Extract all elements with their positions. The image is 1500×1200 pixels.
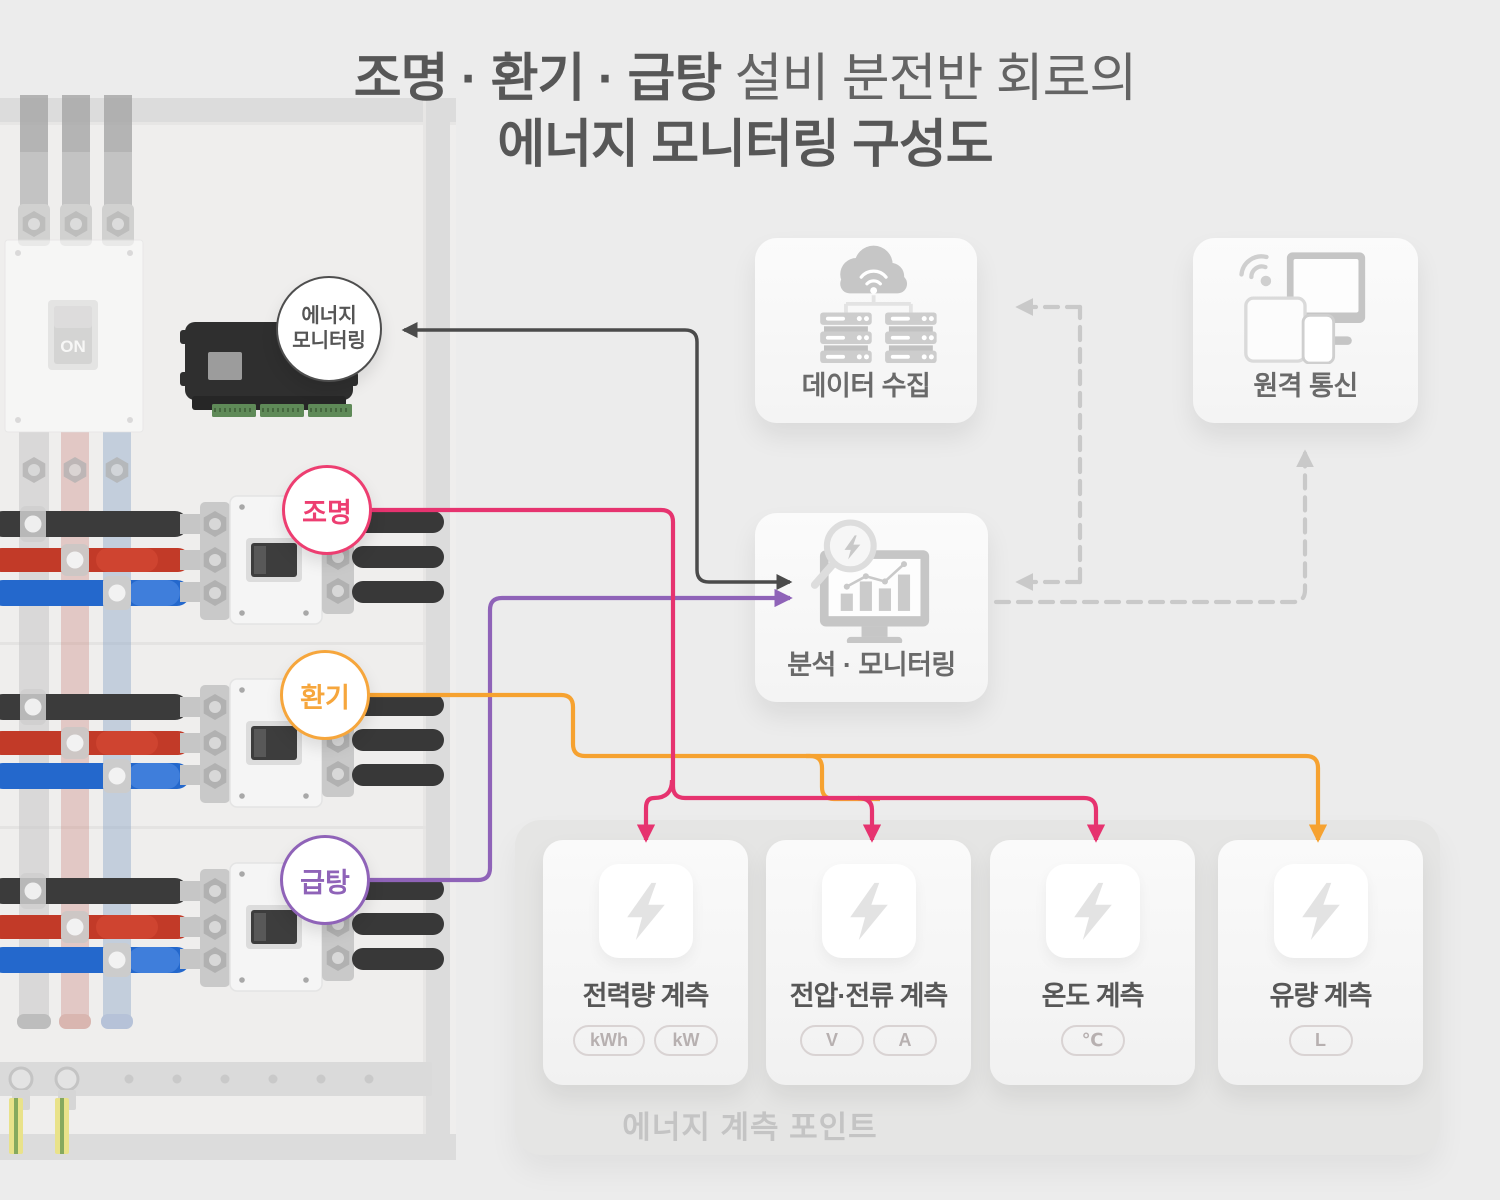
analysis-card: 분석 · 모니터링 (755, 513, 988, 702)
measurement-points-caption: 에너지 계측 포인트 (622, 1110, 878, 1145)
devices-wireless-icon (1239, 252, 1366, 364)
link-ventilation (325, 692, 1328, 843)
link-ventilation-jog (806, 753, 880, 802)
flow-measure-card: 유량 계측 L (1218, 840, 1423, 1085)
energy-monitoring-callout: 에너지 모니터링 (276, 276, 382, 382)
temperature-measure-label: 온도 계측 (1041, 981, 1145, 1011)
ventilation-callout: 환기 (280, 650, 370, 740)
title-line1: 조명 · 환기 · 급탕 설비 분전반 회로의 (353, 50, 1138, 108)
unit-badge-v: V (800, 1025, 864, 1056)
title-line2: 에너지 모니터링 구성도 (497, 116, 993, 174)
temperature-measure-card: 온도 계측 ℃ (990, 840, 1195, 1085)
device-terminals (212, 404, 352, 417)
remote-comm-card: 원격 통신 (1193, 238, 1418, 423)
power-measure-card: 전력량 계측 kWh kW (543, 840, 748, 1085)
data-collection-card: 데이터 수집 (755, 238, 977, 423)
flow-measure-label: 유량 계측 (1269, 981, 1373, 1011)
link-monitoring-analysis (401, 321, 793, 591)
main-switch-label: ON (60, 337, 86, 356)
lightning-icon (598, 864, 693, 958)
data-collection-label: 데이터 수집 (801, 371, 931, 401)
lightning-icon (821, 864, 916, 958)
lightning-icon (1273, 864, 1368, 958)
remote-comm-label: 원격 통신 (1253, 371, 1358, 401)
lighting-callout: 조명 (282, 465, 372, 555)
bottom-terminal-rail (0, 1062, 432, 1154)
dashed-link-to-remote-comm (993, 449, 1314, 605)
unit-badge-celsius: ℃ (1060, 1025, 1125, 1056)
device-screen (208, 352, 242, 380)
distribution-panel-illustration: ON (0, 0, 456, 1160)
lightning-icon (1045, 864, 1140, 958)
monitor-chart-magnifier-icon (810, 519, 930, 643)
analysis-label: 분석 · 모니터링 (787, 650, 956, 680)
unit-badge-l: L (1288, 1025, 1353, 1056)
main-breaker: ON (4, 239, 144, 433)
hot-water-callout: 급탕 (280, 835, 370, 925)
voltage-current-measure-label: 전압·전류 계측 (789, 981, 949, 1011)
page-title: 조명 · 환기 · 급탕 설비 분전반 회로의 에너지 모니터링 구성도 (255, 46, 1235, 178)
earth-wires (9, 1098, 69, 1154)
power-measure-label: 전력량 계측 (582, 981, 710, 1011)
unit-badge-kw: kW (654, 1025, 718, 1056)
voltage-current-measure-card: 전압·전류 계측 V A (766, 840, 971, 1085)
unit-badge-kwh: kWh (573, 1025, 645, 1056)
unit-badge-a: A (873, 1025, 937, 1056)
cloud-servers-icon (820, 245, 937, 364)
top-busbars (18, 95, 134, 246)
